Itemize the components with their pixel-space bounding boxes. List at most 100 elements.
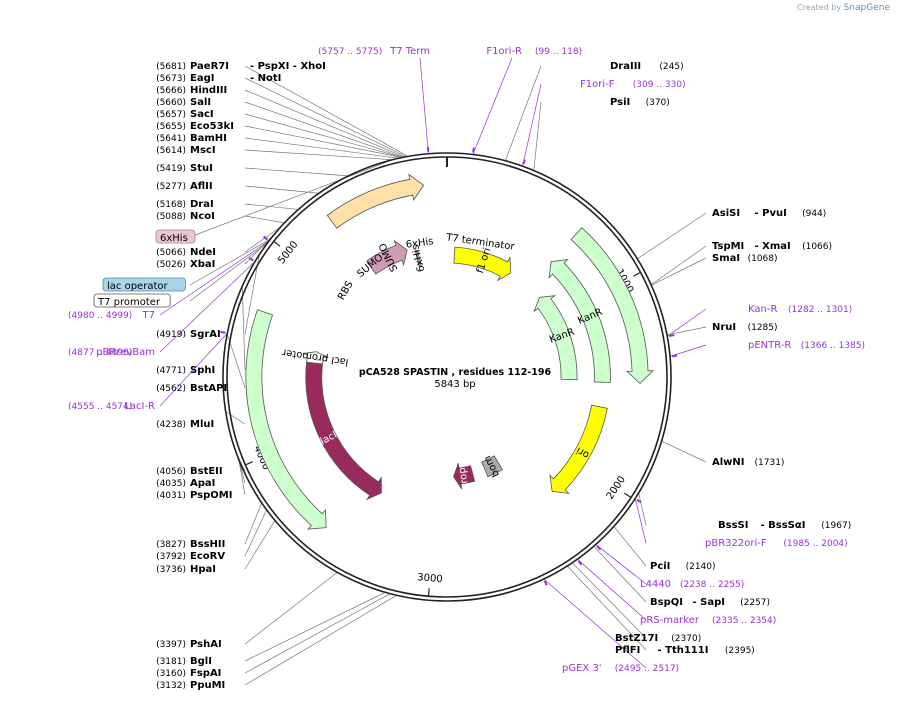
leader-primer-left-0 [159,240,270,316]
leader-primer-left-1 [159,261,256,353]
primer-mark-right-15 [577,560,583,566]
primer-mark-left-0 [262,235,269,241]
feature-kanr2 [533,295,578,381]
leader-right-18 [543,578,647,669]
enzyme-name-left-13: XbaI [190,259,215,270]
leader-left-10 [244,203,299,210]
enzyme-name-left-2: HindIII [190,85,227,96]
leader-right-15 [577,558,647,621]
feature-rop [453,463,476,490]
right-name-4: TspMI [712,241,744,252]
primer-mark-left-2 [220,330,226,334]
enzyme-pos-left-22: (3792) [156,552,186,562]
enzyme-pos-left-1: (5673) [156,74,186,84]
leader-left-27 [244,594,397,686]
enzyme-pos-left-10: (5168) [156,200,186,210]
right-extra-3: - PvuI [755,208,787,219]
plasmid-length: 5843 bp [434,379,475,390]
enzyme-name-left-14: SgrAI [190,329,221,340]
primer-name-left-0: T7 [142,310,155,321]
right-pos-9: (1731) [755,458,785,468]
enzyme-pos-left-19: (4035) [156,479,186,489]
primer-range-left-0: (4980 .. 4999) [68,311,132,321]
inner-6xhis-label: 6xHis [405,236,434,251]
backbone-outer [222,152,672,602]
leader-left-3 [244,101,404,158]
leader-right-6 [667,308,707,337]
enzyme-pos-left-6: (5641) [156,134,186,144]
right-name-10: BssSI [718,520,748,531]
right-name-13: L4440 [640,579,671,590]
top-primer-name-0: T7 Term [389,46,430,57]
leader-right-7 [666,326,707,336]
feature-box-1 [102,277,186,292]
tick-label-3000: 3000 [417,572,443,585]
feature-label-rop: rop [457,467,471,485]
primer-name-left-2: LacI-R [124,401,155,412]
leader-left-0 [244,65,409,157]
leader-feature-left-0 [189,159,394,238]
enzyme-pos-left-0: (5681) [156,62,186,72]
right-name-0: DraIII [610,61,641,72]
tick-3000 [427,588,430,597]
leader-feature-left-2 [189,242,268,302]
enzyme-pos-left-14: (4919) [156,330,186,340]
enzyme-name-left-25: BglI [190,656,212,667]
leader-right-0 [505,65,542,161]
enzyme-pos-left-21: (3827) [156,540,186,550]
right-extra-17: - Tth111I [658,645,709,656]
right-pos-18: (2495 .. 2517) [615,664,679,674]
right-pos-5: (1068) [748,254,778,264]
leader-right-1 [522,83,542,167]
right-pos-7: (1285) [748,323,778,333]
right-pos-16: (2370) [671,634,701,644]
right-name-1: F1ori-F [580,79,615,90]
feature-bom [481,455,503,478]
site-labels: (5681)PaeR7I- PspXI - XhoI(5673)EagI- No… [68,46,865,691]
tick-4000 [245,461,253,466]
feature-kanr [548,259,611,383]
tick-1000 [633,271,641,277]
leader-left-15 [241,286,246,371]
leader-right-5 [651,257,707,286]
right-name-3: AsiSI [712,208,740,219]
right-pos-1: (309 .. 330) [633,80,686,90]
leader-left-14 [244,254,260,335]
right-pos-13: (2238 .. 2255) [680,580,744,590]
leader-left-4 [244,113,403,158]
leader-left-24 [244,572,338,645]
enzyme-extra-left-1: - NotI [250,73,281,84]
right-pos-4: (1066) [802,242,832,252]
enzyme-name-left-21: BssHII [190,539,225,550]
top-primer-range-0: (5757 .. 5775) [318,47,382,57]
feature-box-2 [93,293,171,308]
leader-right-12 [613,526,647,567]
primer-mark-right-11 [636,498,642,504]
right-name-11: pBR322ori-F [705,538,767,549]
leader-right-14 [593,545,647,603]
enzyme-name-left-0: PaeR7I [190,61,229,72]
right-pos-14: (2257) [740,598,770,608]
right-name-15: pRS-marker [640,615,700,626]
leader-right-13 [595,544,647,585]
right-name-18: pGEX 3' [562,663,602,674]
enzyme-name-left-8: StuI [190,163,213,174]
enzyme-pos-left-7: (5614) [156,146,186,156]
right-pos-11: (1985 .. 2004) [783,539,847,549]
enzyme-name-left-26: FspAI [190,668,221,679]
leader-left-17 [225,411,246,425]
feature-orange-top [326,173,425,229]
leader-top-0 [419,57,429,154]
feature-box-label-1: lac operator [107,281,168,292]
primer-range-left-2: (4555 .. 4574) [68,402,132,412]
right-pos-10: (1967) [821,521,851,531]
enzyme-pos-left-27: (3132) [156,681,186,691]
enzyme-extra-left-0: - PspXI - XhoI [250,61,326,72]
primer-mark-right-6 [669,334,675,337]
enzyme-pos-left-24: (3397) [156,640,186,650]
right-pos-12: (2140) [686,562,716,572]
right-pos-8: (1366 .. 1385) [801,341,865,351]
enzyme-pos-left-11: (5088) [156,212,186,222]
enzyme-pos-left-20: (4031) [156,491,186,501]
